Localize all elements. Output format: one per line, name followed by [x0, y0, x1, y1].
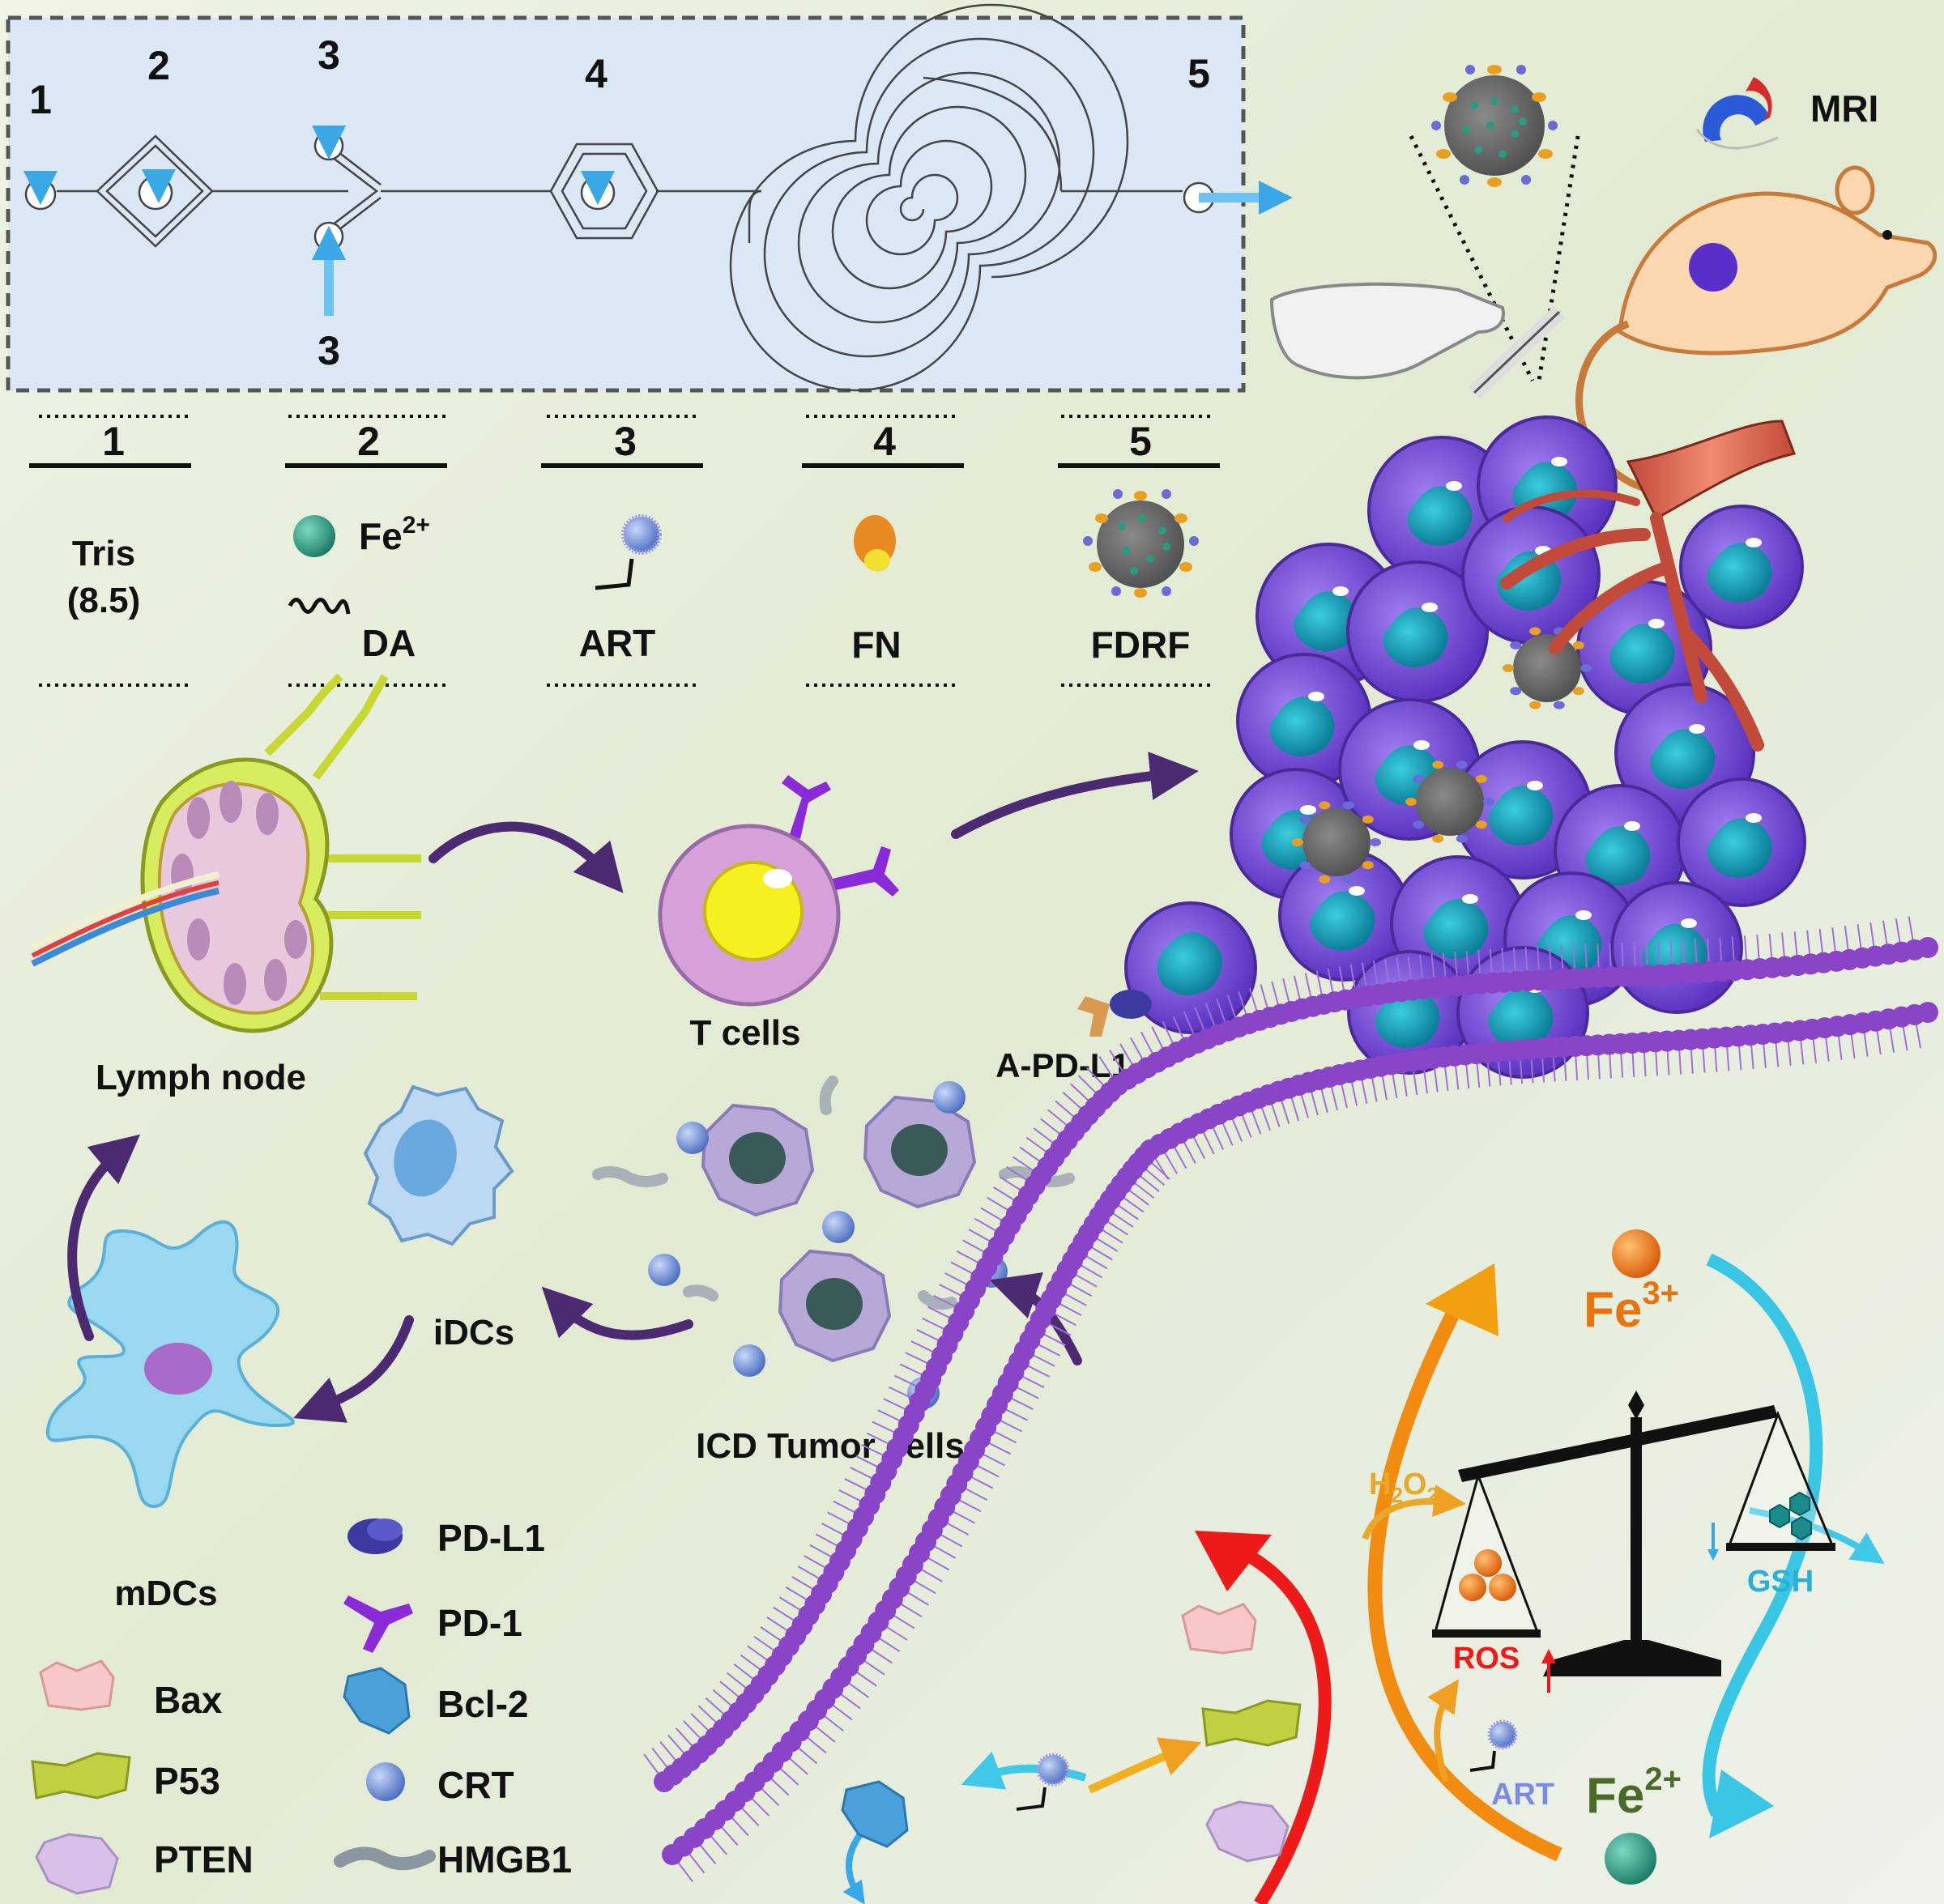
- art-label: ART: [1491, 1778, 1554, 1812]
- gloved-hand-syringe-icon: [1269, 282, 1565, 399]
- pten-protein-icon: [35, 1833, 119, 1895]
- step-2-da-label: DA: [362, 622, 416, 664]
- tumor-cell: [1278, 849, 1411, 982]
- phospholipid: [1917, 1002, 1938, 1023]
- fn-protein-icon: [854, 515, 896, 572]
- step-number-5: 5: [1129, 419, 1152, 464]
- idcs-label: iDCs: [433, 1313, 514, 1352]
- mri-label: MRI: [1810, 87, 1878, 130]
- pd-1-receptor-icon: [782, 775, 899, 897]
- red-feedback-arrow: [1244, 1549, 1332, 1904]
- phospholipid: [1917, 937, 1938, 958]
- fe2-ion-icon: [1605, 1833, 1656, 1885]
- step-number-1: 1: [102, 419, 125, 464]
- step-3-label: ART: [579, 622, 656, 664]
- step-number-4: 4: [873, 419, 896, 464]
- fe3-label: Fe3+: [1584, 1276, 1679, 1338]
- bcl-2-protein-icon: [343, 1667, 411, 1735]
- inlet-number-3-bottom: 3: [318, 328, 340, 373]
- tumor-cell: [1610, 881, 1743, 1014]
- inlet-number-4: 4: [585, 51, 608, 96]
- idc-cell-icon: [363, 1084, 514, 1246]
- legend-label-crt: CRT: [437, 1764, 514, 1806]
- t-cell-icon: [658, 775, 899, 1007]
- ros-spheres-icon: [1459, 1549, 1516, 1601]
- step-1-sublabel: (8.5): [67, 581, 140, 620]
- legend-label-hmgb1: HMGB1: [437, 1838, 572, 1881]
- pd-l1-protein-icon: [347, 1519, 403, 1554]
- bcl-2-protein-icon: [841, 1780, 909, 1848]
- synthesis-steps-table: 1 2 3 4 5 Tris (8.5) Fe2+ DA ART FN FDRF: [29, 415, 1220, 687]
- bax-protein-icon: [1181, 1603, 1257, 1655]
- fe3-to-fe2-arrow: [1702, 1253, 1823, 1817]
- ros-label: ROS: [1453, 1642, 1520, 1676]
- fe3-ion-icon: [1612, 1229, 1660, 1278]
- icd-tumor-cells-label: ICD Tumor cells: [696, 1426, 965, 1466]
- microfluidic-chip: 1 2 3 4 5 3: [6, 3, 1293, 393]
- inlet-number-2: 2: [147, 43, 170, 88]
- fdrf-nanoparticle-icon: [1083, 489, 1199, 598]
- a-pd-l1-label: A-PD-L1: [995, 1046, 1130, 1084]
- outlet-number-5: 5: [1187, 51, 1210, 96]
- tumor-cell: [1346, 560, 1489, 703]
- p53-protein-icon: [31, 1752, 131, 1800]
- hmgb1-strand-icon: [334, 1846, 436, 1871]
- lymph-node-icon: [31, 673, 421, 1033]
- step-number-3: 3: [614, 419, 637, 464]
- pten-protein-icon: [1205, 1800, 1290, 1863]
- blood-vessel: [1500, 420, 1797, 752]
- step-4-label: FN: [851, 624, 901, 666]
- tumor-cell: [1679, 505, 1804, 629]
- t-cells-label: T cells: [690, 1013, 801, 1053]
- tumor-cell: [1236, 653, 1372, 789]
- fe2-to-fe3-arrow: [1367, 1300, 1562, 1862]
- a-pd-l1-antibody-icon: [1077, 990, 1152, 1037]
- p53-protein-icon: [1201, 1699, 1302, 1747]
- h2o2-label: H2O2: [1369, 1467, 1439, 1507]
- cell-membrane-bilayer: [643, 916, 1938, 1883]
- dopamine-chain-icon: [288, 598, 351, 615]
- balance-scale-icon: [1432, 1391, 1835, 1676]
- nanoparticle-inset: [1409, 65, 1580, 382]
- tumor-cell: [1677, 777, 1806, 907]
- gsh-label: GSH: [1747, 1565, 1814, 1599]
- lymph-node-label: Lymph node: [96, 1058, 306, 1097]
- art-molecule-icon: [621, 514, 662, 555]
- legend: PD-L1 PD-1 Bax Bcl-2 P53 CRT PTEN HMGB1: [31, 1517, 572, 1895]
- bax-protein-icon: [39, 1659, 115, 1711]
- mdcs-label: mDCs: [114, 1574, 217, 1613]
- art-molecule-icon: [1469, 1719, 1518, 1772]
- legend-label-p53: P53: [154, 1760, 220, 1802]
- fdrf-nanoparticle: [1405, 760, 1494, 843]
- art-molecule-icon: [1016, 1753, 1070, 1811]
- tumor-cell-cluster: [1230, 415, 1806, 1079]
- inlet-number-1: 1: [29, 77, 52, 122]
- fdrf-nanoparticle: [1292, 801, 1381, 884]
- released-proteins: [841, 1603, 1302, 1863]
- legend-label-bcl-2: Bcl-2: [437, 1683, 528, 1725]
- legend-label-pd-l1: PD-L1: [437, 1517, 545, 1559]
- mdc-cell-icon: [45, 1220, 295, 1509]
- redox-cycle: Fe3+ Fe2+ H2O2 ROS GSH ART: [842, 1229, 1885, 1904]
- inlet-number-3-top: 3: [318, 32, 340, 78]
- step-1-label: Tris: [72, 534, 135, 573]
- mri-magnet-icon: [1695, 77, 1779, 150]
- immune-cycle-arrows: [67, 752, 1199, 1423]
- fdrf-nanoparticle: [1503, 627, 1592, 709]
- step-5-label: FDRF: [1091, 624, 1191, 666]
- crt-sphere-icon: [366, 1762, 405, 1801]
- pd-1-receptor-icon: [343, 1595, 413, 1653]
- legend-label-bax: Bax: [154, 1679, 223, 1721]
- fe2-label: Fe2+: [1586, 1761, 1682, 1824]
- step-number-2: 2: [357, 419, 380, 464]
- legend-label-pd-1: PD-1: [437, 1602, 522, 1644]
- fe2-ion-icon: [293, 515, 335, 557]
- gsh-hexagons-icon: [1769, 1491, 1812, 1541]
- legend-label-pten: PTEN: [154, 1838, 254, 1881]
- tumor-cell-with-antibody: [1077, 901, 1257, 1037]
- step-2-fe-label: Fe2+: [359, 512, 430, 557]
